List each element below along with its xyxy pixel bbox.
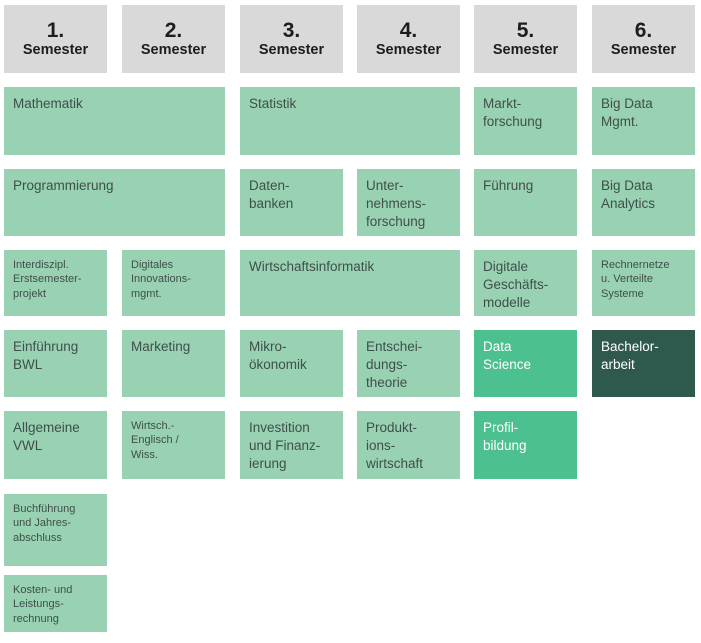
course-box-datenbanken: Daten- banken — [240, 169, 343, 236]
course-box-programmierung: Programmierung — [4, 169, 225, 236]
semester-number: 6. — [634, 18, 653, 42]
course-box-rechnernetze: Rechnernetze u. Verteilte Systeme — [592, 250, 695, 316]
semester-header-6: 6. Semester — [592, 5, 695, 73]
semester-header-1: 1. Semester — [4, 5, 107, 73]
course-box-profilbildung: Profil- bildung — [474, 411, 577, 479]
semester-header-4: 4. Semester — [357, 5, 460, 73]
course-box-investition-finanzierung: Investition und Finanz- ierung — [240, 411, 343, 479]
semester-number: 3. — [282, 18, 301, 42]
course-box-mathematik: Mathematik — [4, 87, 225, 155]
course-box-entscheidungstheorie: Entschei- dungs- theorie — [357, 330, 460, 397]
course-box-unternehmensforschung: Unter- nehmens- forschung — [357, 169, 460, 236]
course-box-big-data-mgmt: Big Data Mgmt. — [592, 87, 695, 155]
course-box-big-data-analytics: Big Data Analytics — [592, 169, 695, 236]
course-box-allgemeine-vwl: Allgemeine VWL — [4, 411, 107, 479]
course-box-data-science: Data Science — [474, 330, 577, 397]
course-box-wirtschaftsenglisch: Wirtsch.- Englisch / Wiss. — [122, 411, 225, 479]
course-box-statistik: Statistik — [240, 87, 460, 155]
semester-number: 2. — [164, 18, 183, 42]
semester-label: Semester — [258, 41, 325, 58]
semester-header-3: 3. Semester — [240, 5, 343, 73]
course-box-produktionswirtschaft: Produkt- ions- wirtschaft — [357, 411, 460, 479]
course-box-buchfuehrung: Buchführung und Jahres- abschluss — [4, 494, 107, 566]
semester-label: Semester — [610, 41, 677, 58]
course-box-digitales-innovationsmgmt: Digitales Innovations- mgmt. — [122, 250, 225, 316]
semester-header-2: 2. Semester — [122, 5, 225, 73]
semester-label: Semester — [22, 41, 89, 58]
course-box-fuehrung: Führung — [474, 169, 577, 236]
semester-number: 4. — [399, 18, 418, 42]
semester-label: Semester — [375, 41, 442, 58]
course-box-wirtschaftsinformatik: Wirtschaftsinformatik — [240, 250, 460, 316]
course-box-bachelorarbeit: Bachelor- arbeit — [592, 330, 695, 397]
semester-header-5: 5. Semester — [474, 5, 577, 73]
course-box-marktforschung: Markt- forschung — [474, 87, 577, 155]
semester-number: 1. — [46, 18, 65, 42]
course-box-digitale-geschaeftsmodelle: Digitale Geschäfts- modelle — [474, 250, 577, 316]
semester-label: Semester — [492, 41, 559, 58]
course-box-mikrooekonomik: Mikro- ökonomik — [240, 330, 343, 397]
course-box-erstsemesterprojekt: Interdiszipl. Erstsemester- projekt — [4, 250, 107, 316]
course-box-einfuehrung-bwl: Einführung BWL — [4, 330, 107, 397]
course-box-kosten-leistungsrechnung: Kosten- und Leistungs- rechnung — [4, 575, 107, 632]
semester-label: Semester — [140, 41, 207, 58]
course-box-marketing: Marketing — [122, 330, 225, 397]
semester-number: 5. — [516, 18, 535, 42]
